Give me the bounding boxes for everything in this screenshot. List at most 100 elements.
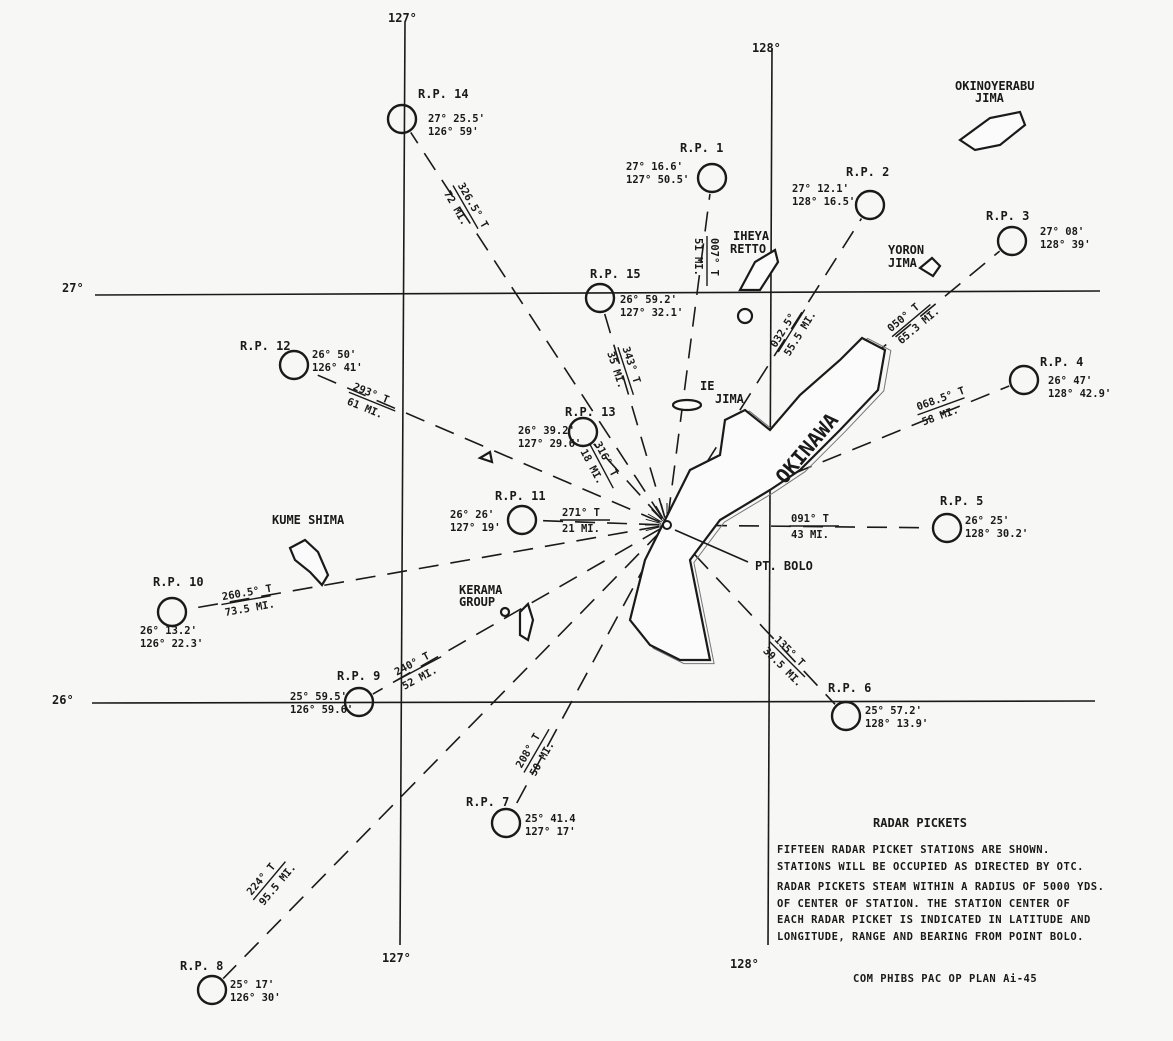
station-name: R.P. 7: [466, 795, 509, 809]
station-name: R.P. 4: [1040, 355, 1083, 369]
iheya-label-1: IHEYA: [733, 229, 770, 243]
legend-line-2: STATIONS WILL BE OCCUPIED AS DIRECTED BY…: [777, 861, 1084, 873]
radar-picket-station[interactable]: R.P. 925° 59.5'126° 59.6'240° T52 MI.: [290, 645, 448, 718]
station-circle[interactable]: [696, 162, 728, 194]
station-circle[interactable]: [854, 189, 886, 221]
bearing-line: [671, 530, 836, 705]
station-latitude: 26° 25': [965, 515, 1009, 527]
fraction-bar: [769, 641, 806, 678]
radar-picket-station[interactable]: R.P. 825° 17'126° 30'224° T95.5 MI.: [180, 851, 299, 1006]
yoron-label-2: JIMA: [888, 256, 918, 270]
station-circle[interactable]: [490, 807, 522, 839]
bearing-line: [512, 531, 664, 810]
station-longitude: 127° 50.5': [626, 174, 689, 186]
station-latitude: 27° 16.6': [626, 161, 683, 173]
station-circle[interactable]: [278, 349, 310, 381]
station-circle[interactable]: [996, 225, 1028, 257]
okinawa-island: [628, 336, 887, 662]
bearing-range-label: 224° T95.5 MI.: [245, 861, 299, 908]
range-text: 21 MI.: [562, 523, 600, 535]
kume-island: [288, 538, 330, 587]
station-longitude: 126° 30': [230, 992, 281, 1004]
station-circle[interactable]: [1008, 364, 1040, 396]
station-circle[interactable]: [343, 686, 375, 718]
legend-source: COM PHIBS PAC OP PLAN Ai-45: [853, 973, 1037, 985]
bearing-range-label: 293° T61 MI.: [345, 381, 396, 421]
legend-line-1: FIFTEEN RADAR PICKET STATIONS ARE SHOWN.: [777, 844, 1050, 856]
bearing-range-label: 050° T65.3 MI.: [885, 301, 942, 347]
fraction-bar: [891, 304, 931, 338]
station-name: R.P. 13: [565, 405, 616, 419]
point-bolo-label: PT. BOLO: [755, 559, 813, 573]
lon-128-bottom-label: 128°: [730, 957, 759, 971]
station-circle[interactable]: [931, 512, 963, 544]
station-name: R.P. 11: [495, 489, 546, 503]
bearing-line: [603, 313, 666, 518]
station-name: R.P. 6: [828, 681, 871, 695]
kerama-label-2: GROUP: [459, 595, 495, 609]
station-circle[interactable]: [830, 700, 862, 732]
range-text: 51 MI.: [692, 238, 704, 276]
station-longitude: 126° 59': [428, 126, 479, 138]
bearing-range-label: 240° T52 MI.: [393, 650, 442, 693]
station-name: R.P. 12: [240, 339, 291, 353]
station-name: R.P. 1: [680, 141, 723, 155]
station-circle[interactable]: [506, 504, 538, 536]
bearing-text: 007° T: [708, 238, 720, 276]
radar-picket-station[interactable]: R.P. 426° 47'128° 42.9'068.5° T58 MI.: [913, 355, 1111, 429]
legend-line-4: OF CENTER OF STATION. THE STATION CENTER…: [777, 898, 1070, 910]
station-latitude: 27° 08': [1040, 226, 1084, 238]
station-latitude: 26° 13.2': [140, 625, 197, 637]
station-longitude: 126° 22.3': [140, 638, 203, 650]
radar-picket-station[interactable]: R.P. 625° 57.2'128° 13.9'135° T39.5 MI.: [759, 632, 928, 732]
station-longitude: 128° 13.9': [865, 718, 928, 730]
bearing-range-label: 032.5°55.5 MI.: [768, 309, 819, 358]
bearing-line: [667, 193, 711, 518]
fraction-bar: [221, 595, 271, 606]
fraction-bar: [917, 397, 965, 416]
station-latitude: 26° 26': [450, 509, 494, 521]
fraction-bar: [348, 391, 396, 412]
bolo-starburst-ray: [651, 509, 664, 522]
bearing-line: [674, 385, 1010, 523]
station-circle[interactable]: [196, 974, 228, 1006]
station-name: R.P. 8: [180, 959, 223, 973]
station-longitude: 126° 41': [312, 362, 363, 374]
station-name: R.P. 14: [418, 87, 469, 101]
meridian-128: [767, 47, 773, 946]
station-longitude: 127° 19': [450, 522, 501, 534]
okinoyerabu-island: [958, 110, 1027, 152]
station-circle[interactable]: [567, 416, 599, 448]
meridian-127: [399, 21, 406, 946]
station-longitude: 128° 39': [1040, 239, 1091, 251]
station-longitude: 126° 59.6': [290, 704, 353, 716]
legend-line-6: LONGITUDE, RANGE AND BEARING FROM POINT …: [777, 931, 1084, 943]
station-longitude: 127° 29.6': [518, 438, 581, 450]
tonaki-islet: [477, 450, 494, 464]
station-circle[interactable]: [386, 103, 418, 135]
okinoyerabu-label-1: OKINOYERABU: [955, 79, 1034, 93]
radar-picket-station[interactable]: R.P. 526° 25'128° 30.2'091° T43 MI.: [789, 494, 1028, 544]
station-name: R.P. 10: [153, 575, 204, 589]
fraction-bar: [396, 656, 442, 681]
bolo-starburst-ray: [647, 513, 663, 523]
station-circle[interactable]: [584, 282, 616, 314]
station-name: R.P. 3: [986, 209, 1029, 223]
radar-picket-station[interactable]: R.P. 227° 12.1'128° 16.5'032.5°55.5 MI.: [767, 165, 889, 360]
station-circle[interactable]: [156, 596, 188, 628]
bearing-text: 271° T: [562, 507, 600, 519]
station-latitude: 25° 41.4: [525, 813, 576, 825]
radar-picket-station[interactable]: R.P. 1 27° 16.6'127° 50.5' 007° T 51 MI.: [626, 141, 728, 286]
bearing-range-label: 007° T 51 MI.: [692, 236, 720, 286]
fraction-bar: [617, 347, 635, 396]
bearing-line: [372, 528, 661, 695]
radar-picket-station[interactable]: R.P. 3 27° 08'128° 39' 050° T65.3 MI.: [884, 209, 1091, 348]
ie-label-1: IE: [700, 379, 714, 393]
yoron-island: [918, 256, 942, 278]
